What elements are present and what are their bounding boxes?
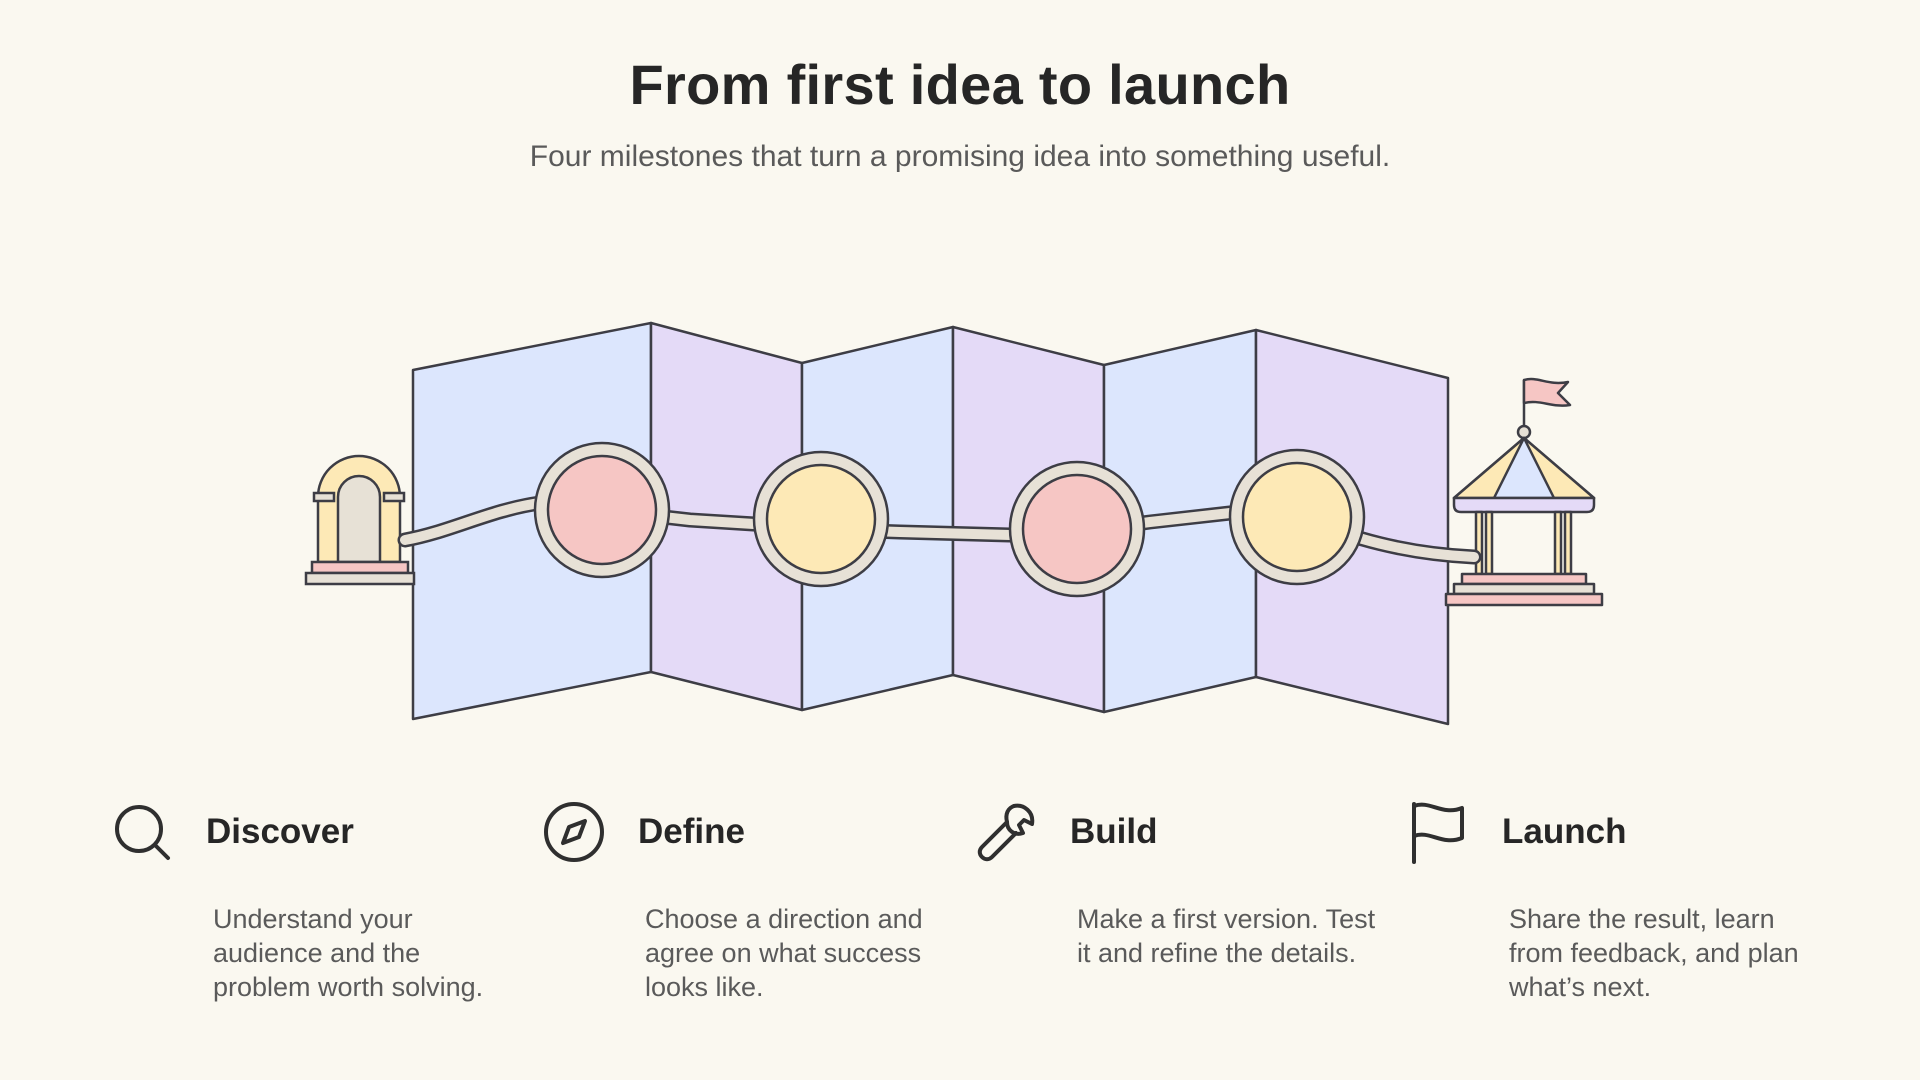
step-title: Define xyxy=(638,812,745,851)
step-title: Launch xyxy=(1502,812,1627,851)
milestone-define xyxy=(752,450,890,588)
page-subtitle: Four milestones that turn a promising id… xyxy=(529,140,1391,173)
compass-icon xyxy=(544,802,604,862)
step-title: Discover xyxy=(206,812,354,851)
archway-icon xyxy=(304,454,416,586)
milestones xyxy=(533,441,1366,598)
step-build: Build Make a first version. Test it and … xyxy=(974,800,1394,968)
milestone-launch xyxy=(1228,448,1366,586)
search-icon xyxy=(115,805,170,860)
step-description: Choose a direction and agree on what suc… xyxy=(645,904,923,1002)
pavilion-icon xyxy=(1444,377,1604,607)
step-define: Define Choose a direction and agree on w… xyxy=(542,800,962,1002)
step-description: Share the result, learn from feedback, a… xyxy=(1509,904,1799,1002)
step-description: Understand your audience and the problem… xyxy=(213,904,484,1002)
milestone-build xyxy=(1008,460,1146,598)
step-discover: Discover Understand your audience and th… xyxy=(110,800,530,1002)
wrench-icon xyxy=(977,803,1035,862)
step-description: Make a first version. Test it and refine… xyxy=(1077,904,1376,968)
flag-icon xyxy=(1412,802,1464,864)
milestone-discover xyxy=(533,441,671,579)
page-title: From first idea to launch xyxy=(629,53,1291,116)
step-launch: Launch Share the result, learn from feed… xyxy=(1406,800,1826,1002)
step-title: Build xyxy=(1070,812,1158,851)
